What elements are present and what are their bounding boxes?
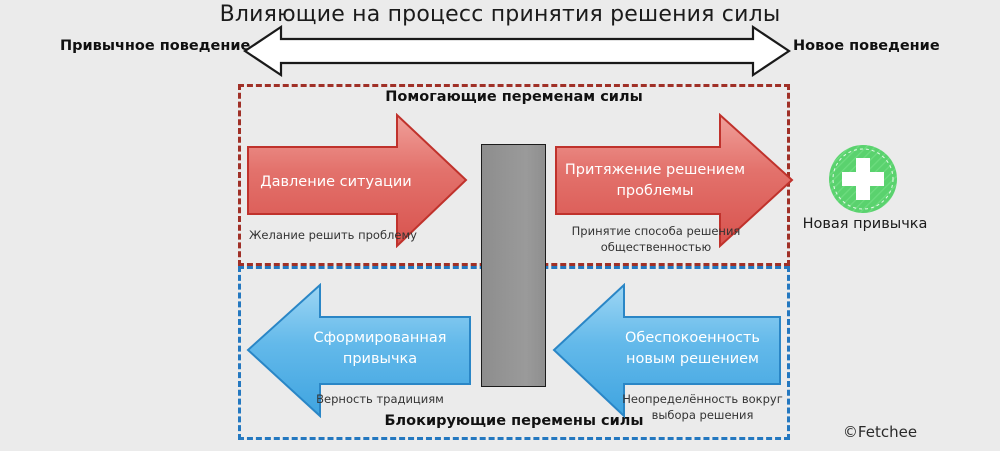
page-title: Влияющие на процесс принятия решения сил… (219, 2, 781, 27)
resistance-pillar (481, 144, 546, 387)
double-headed-arrow-icon (243, 25, 791, 77)
helping-forces-heading: Помогающие переменам силы (385, 89, 643, 105)
plus-circle-icon (829, 145, 897, 213)
arrow-situation-pressure (247, 113, 468, 248)
arrow-formed-habit (246, 283, 471, 418)
watermark: ©Fetchee (842, 423, 918, 441)
old-behavior-label: Привычное поведение (60, 38, 251, 54)
arrow-situation-pressure-caption: Желание решить проблему (249, 228, 417, 242)
arrow-formed-habit-caption: Верность традициям (316, 392, 444, 406)
arrow-new-solution-anxiety (552, 283, 781, 418)
arrow-solution-attraction-caption: Принятие способа решения общественностью (571, 224, 741, 254)
new-behavior-label: Новое поведение (793, 38, 940, 54)
arrow-solution-attraction (555, 113, 794, 248)
arrow-new-solution-anxiety-caption: Неопределённость вокруг выбора решения (622, 392, 783, 422)
new-habit-label: Новая привычка (802, 216, 928, 232)
blocking-forces-heading: Блокирующие перемены силы (384, 413, 644, 429)
